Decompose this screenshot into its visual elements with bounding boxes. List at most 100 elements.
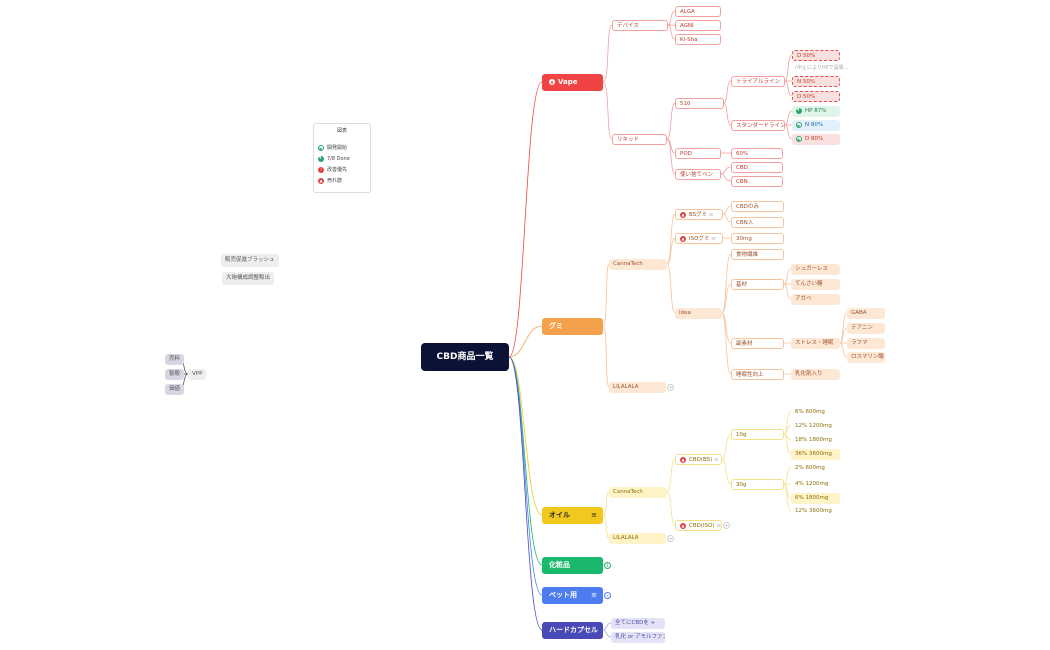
bs-item[interactable]: CBDのみ: [731, 201, 784, 212]
cbd-bs[interactable]: ▲CBD(BS) ≡: [675, 454, 722, 465]
note-icon: ≡: [591, 511, 597, 519]
improve-value[interactable]: 乳化剤入り: [791, 369, 840, 380]
idea-base[interactable]: 基材: [731, 279, 784, 290]
oil-10g-item[interactable]: 6% 600mg: [795, 409, 825, 415]
disposable-item[interactable]: CBN: [731, 176, 783, 187]
pod-value[interactable]: 60%: [731, 148, 783, 159]
device-item[interactable]: AGNI: [675, 20, 721, 31]
iso-value[interactable]: 30mg: [731, 233, 784, 244]
vape-device[interactable]: デバイス: [612, 20, 668, 31]
cbd-iso-label: CBD(ISO): [689, 523, 715, 529]
iso-gummy[interactable]: ▲ISOグミ ≡: [675, 233, 723, 244]
hard-capsule-item[interactable]: 全てにCBDを +: [611, 618, 665, 629]
standard-line[interactable]: スタンダードライン: [731, 120, 785, 131]
stress-sleep[interactable]: ストレス・睡眠: [791, 338, 840, 349]
legend-label: 改善優先: [327, 167, 348, 173]
trial-item[interactable]: D 50%: [792, 50, 840, 61]
base-item[interactable]: てんさい糖: [791, 279, 840, 290]
oil-30g-item[interactable]: 6% 1800mg: [791, 493, 840, 504]
standard-item[interactable]: HP 87%: [792, 106, 840, 117]
oil-30g-item[interactable]: 12% 3600mg: [795, 508, 832, 514]
gummy-cannatech[interactable]: CannaTech: [609, 259, 667, 270]
bs-gummy[interactable]: ▲BSグミ ≡: [675, 209, 723, 220]
fire-icon: ▲: [318, 177, 324, 184]
branch-pet[interactable]: ペット用≡: [542, 587, 603, 604]
play-icon: ▶: [796, 121, 802, 128]
liquid-disposable[interactable]: 使い捨てペン: [675, 169, 721, 180]
legend-item: ▶開発開始: [318, 144, 347, 152]
hard-capsule-item[interactable]: 乳化 or アモルファス: [611, 632, 665, 643]
legend-label: 売れ筋: [327, 178, 343, 184]
trial-line[interactable]: トライアルライン: [731, 76, 785, 87]
stress-item[interactable]: ロスマリン酸: [847, 352, 885, 363]
liquid-pod[interactable]: POD: [675, 148, 721, 159]
oil-10g-item[interactable]: 12% 1200mg: [795, 423, 832, 429]
oil-10g[interactable]: 10g: [731, 429, 784, 440]
oil-30g-item[interactable]: 4% 1200mg: [795, 481, 829, 487]
branch-label: オイル: [549, 511, 570, 519]
gummy-lilalala[interactable]: LILALALA: [609, 382, 666, 393]
oil-cannatech[interactable]: CannaTech: [609, 487, 667, 498]
device-item[interactable]: ALGA: [675, 6, 721, 17]
stress-item[interactable]: GABA: [847, 308, 885, 319]
expand-icon[interactable]: +: [604, 592, 611, 599]
root-topic[interactable]: CBD商品一覧: [421, 343, 509, 371]
vape-liquid[interactable]: リキッド: [612, 134, 667, 145]
branch-gummy[interactable]: グミ: [542, 318, 603, 335]
vpp-child[interactable]: 売料: [165, 354, 185, 365]
oil-30g[interactable]: 30g: [731, 479, 784, 490]
branch-oil[interactable]: オイル ≡: [542, 507, 603, 524]
oil-10g-item[interactable]: 18% 1800mg: [795, 437, 832, 443]
disposable-item[interactable]: CBD: [731, 162, 783, 173]
progress-pie-icon: [318, 155, 324, 162]
trial-item[interactable]: D 50%: [792, 91, 840, 102]
collapse-count-icon[interactable]: 1: [604, 562, 611, 569]
legend-item: !改善優先: [318, 166, 347, 174]
legend-item: ▲売れ筋: [318, 177, 342, 185]
fire-icon: ▲: [549, 79, 555, 85]
trial-item[interactable]: N 50%: [792, 76, 840, 87]
vpp-child[interactable]: 価値: [165, 384, 185, 395]
expand-icon[interactable]: +: [667, 535, 674, 542]
idea-ingredient[interactable]: 副素材: [731, 338, 784, 349]
priority-icon: !: [318, 166, 324, 173]
branch-vape[interactable]: ▲Vape: [542, 74, 603, 91]
base-item[interactable]: シュガーレス: [791, 264, 840, 275]
stress-item[interactable]: テアニン: [847, 323, 885, 334]
branch-label: Vape: [558, 78, 578, 86]
fire-icon: ▲: [680, 211, 686, 218]
legend-label: 開発開始: [327, 145, 348, 151]
bs-item[interactable]: CBN入: [731, 217, 784, 228]
legend-panel: 図表 ▶開発開始 7/8 Done !改善優先 ▲売れ筋: [313, 123, 371, 193]
play-icon: ▶: [796, 135, 802, 142]
fire-icon: ▲: [680, 522, 686, 529]
oil-10g-item[interactable]: 36% 3600mg: [791, 449, 840, 460]
gummy-idea[interactable]: Idea: [675, 308, 722, 319]
standard-item[interactable]: ▶N 80%: [792, 120, 840, 131]
device-item[interactable]: Ki-Sha: [675, 34, 721, 45]
branch-hard-capsule[interactable]: ハードカプセル: [542, 622, 603, 639]
cbd-iso[interactable]: ▲CBD(ISO) ≡: [675, 520, 722, 531]
branch-cosmetic[interactable]: 化粧品: [542, 557, 603, 574]
progress-pie-icon: [796, 107, 802, 114]
floating-note[interactable]: 大砲構成調整販出: [222, 272, 275, 285]
standard-item[interactable]: ▶D 80%: [792, 134, 840, 145]
legend-label: 7/8 Done: [327, 156, 350, 162]
floating-note[interactable]: 販売促進ブラッシュ: [221, 254, 279, 267]
stress-item[interactable]: ラフマ: [847, 338, 885, 349]
idea-improve[interactable]: 睡眠性向上: [731, 369, 784, 380]
oil-30g-item[interactable]: 2% 600mg: [795, 465, 825, 471]
vpp-child[interactable]: 製販: [165, 369, 185, 380]
idea-func[interactable]: 食物繊維: [731, 249, 784, 260]
base-item[interactable]: アガベ: [791, 294, 840, 305]
vpp-topic[interactable]: VPP: [188, 369, 207, 380]
oil-lilalala[interactable]: LILALALA: [609, 533, 666, 544]
note-icon: ≡: [591, 591, 597, 599]
bs-gummy-label: BSグミ: [689, 212, 708, 218]
liquid-510[interactable]: 510: [675, 98, 724, 109]
expand-icon[interactable]: +: [723, 522, 730, 529]
standard-item-label: D 80%: [805, 136, 824, 142]
expand-icon[interactable]: +: [667, 384, 674, 391]
iso-gummy-label: ISOグミ: [689, 236, 710, 242]
